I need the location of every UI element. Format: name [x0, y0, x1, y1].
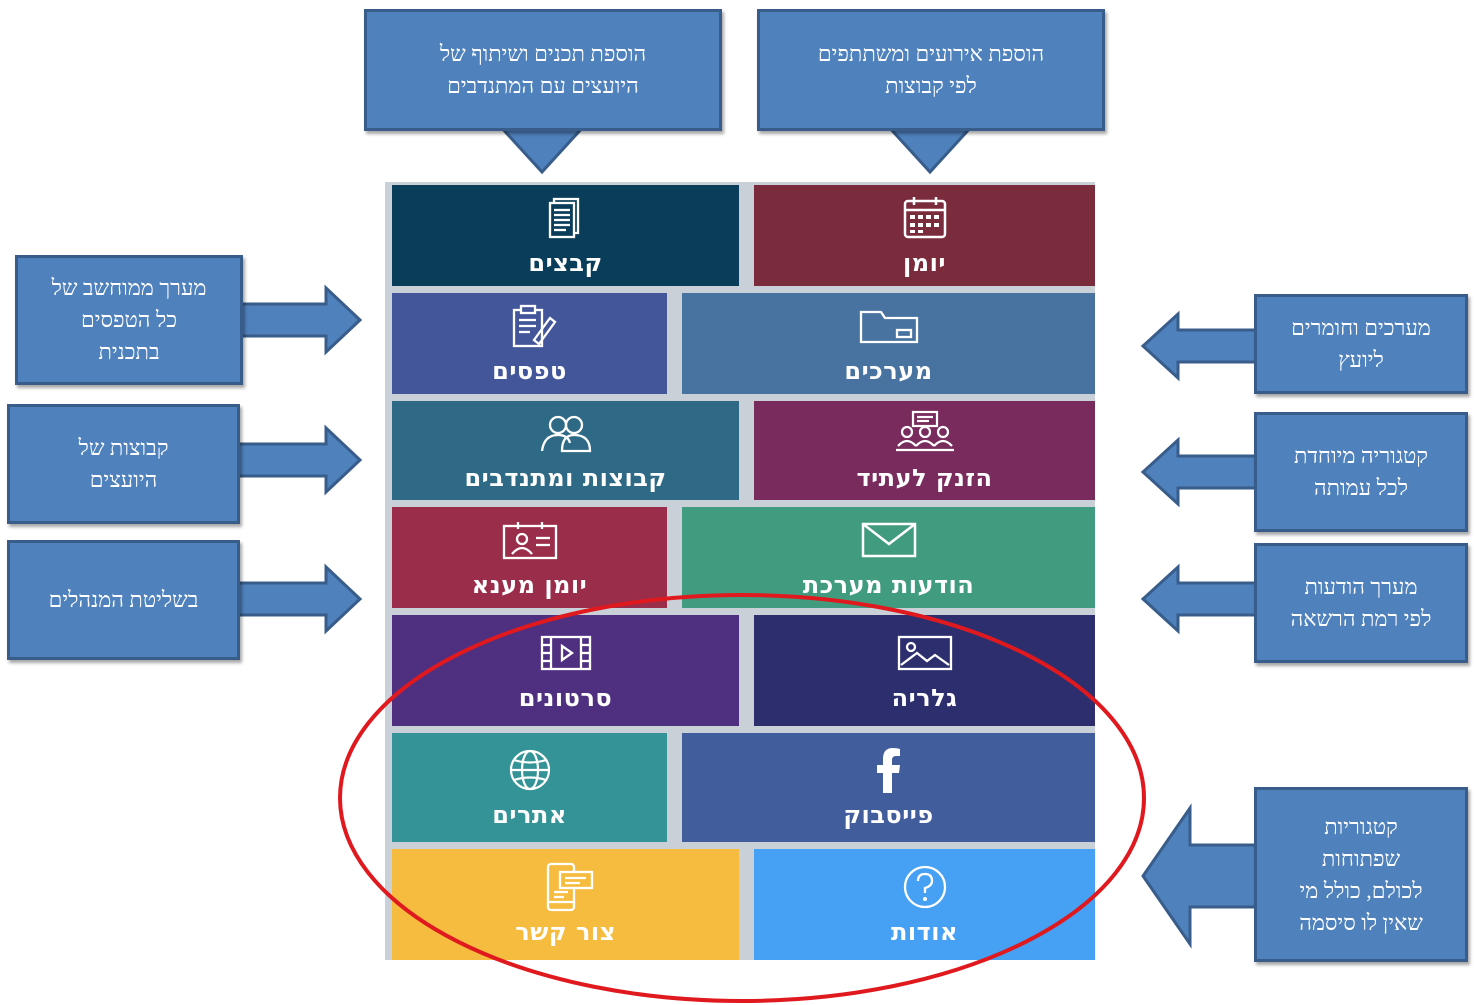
tile-videos[interactable]: סרטונים: [392, 615, 739, 726]
right-arrow-icon: [236, 284, 363, 356]
tile-contact[interactable]: צור קשר: [392, 849, 739, 960]
callout-managers-control: בשליטת המנהלים: [7, 540, 240, 660]
tile-label: מערכים: [844, 356, 933, 385]
tile-gallery[interactable]: גלריה: [754, 615, 1095, 726]
tile-label: טפסים: [492, 356, 567, 385]
tile-mentor-diary[interactable]: יומן מענא: [392, 507, 667, 608]
callout-text: הוספת תכנים ושיתוף של היועצים עם המתנדבי…: [439, 41, 647, 98]
left-arrow-icon: [1140, 436, 1260, 508]
people-icon: [531, 410, 601, 456]
tile-label: פייסבוק: [843, 800, 934, 829]
callout-text: מערכים וחומרים ליועץ: [1291, 315, 1431, 372]
callout-advisor-groups: קבוצות של היועצים: [7, 404, 240, 524]
callout-events-participants: הוספת אירועים ומשתתפים לפי קבוצות: [757, 9, 1105, 131]
tile-label: הזנק לעתיד: [856, 463, 993, 492]
tile-label: אתרים: [492, 800, 567, 829]
callout-content-sharing: הוספת תכנים ושיתוף של היועצים עם המתנדבי…: [364, 9, 722, 131]
callout-text: בשליטת המנהלים: [48, 587, 199, 612]
tile-label: אודות: [891, 917, 958, 946]
document-icon: [531, 195, 601, 241]
right-arrow-icon: [234, 563, 363, 635]
callout-public-categories: קטגוריות שפתוחות לכולם, כולל מי שאין לו …: [1254, 787, 1468, 962]
film-icon: [531, 630, 601, 676]
folder-icon: [854, 303, 924, 349]
tile-files[interactable]: קבצים: [392, 185, 739, 286]
tile-lesson-plans[interactable]: מערכים: [682, 293, 1095, 394]
app-tile-grid: יומן קבצים מערכים טפסים הזנק לעתיד קבוצו…: [385, 182, 1095, 960]
callout-text: קטגוריות שפתוחות לכולם, כולל מי שאין לו …: [1299, 813, 1423, 935]
callout-advisor-materials: מערכים וחומרים ליועץ: [1254, 294, 1468, 394]
tile-launch-future[interactable]: הזנק לעתיד: [754, 401, 1095, 500]
tile-label: גלריה: [891, 683, 958, 712]
right-arrow-icon: [234, 424, 363, 496]
callout-messages-permissions: מערך הודעות לפי רמת הרשאה: [1254, 543, 1468, 663]
callout-text: קבוצות של היועצים: [78, 435, 169, 492]
left-arrow-icon: [1140, 563, 1260, 635]
callout-forms-system: מערך ממוחשב של כל הטפסים בתכנית: [15, 255, 243, 385]
tile-calendar[interactable]: יומן: [754, 185, 1095, 286]
tile-label: יומן: [903, 248, 946, 277]
picture-icon: [890, 630, 960, 676]
callout-text: מערך ממוחשב של כל הטפסים בתכנית: [51, 275, 207, 364]
globe-icon: [495, 747, 565, 793]
clipboard-icon: [495, 303, 565, 349]
phone-chat-icon: [531, 862, 601, 911]
down-arrow-icon: [884, 124, 976, 175]
left-arrow-icon: [1140, 310, 1260, 382]
tile-groups-volunteers[interactable]: קבוצות ומתנדבים: [392, 401, 739, 500]
tile-label: צור קשר: [515, 917, 616, 946]
calendar-icon: [890, 195, 960, 241]
tile-about[interactable]: אודות: [754, 849, 1095, 960]
callout-text: הוספת אירועים ומשתתפים לפי קבוצות: [817, 41, 1045, 98]
callout-text: מערך הודעות לפי רמת הרשאה: [1290, 574, 1432, 631]
tile-label: יומן מענא: [471, 570, 588, 599]
callout-text: קטגוריה מיוחדת לכל עמותה: [1293, 443, 1429, 500]
group-presentation-icon: [890, 410, 960, 456]
tile-facebook[interactable]: פייסבוק: [682, 733, 1095, 842]
tile-forms[interactable]: טפסים: [392, 293, 667, 394]
envelope-icon: [854, 517, 924, 563]
contact-card-icon: [495, 517, 565, 563]
facebook-icon: [854, 747, 924, 793]
down-arrow-icon: [496, 124, 588, 175]
tile-label: סרטונים: [518, 683, 613, 712]
tile-label: הודעות מערכת: [802, 570, 975, 599]
tile-label: קבצים: [528, 248, 603, 277]
tile-system-messages[interactable]: הודעות מערכת: [682, 507, 1095, 608]
callout-nonprofit-category: קטגוריה מיוחדת לכל עמותה: [1254, 412, 1468, 532]
tile-websites[interactable]: אתרים: [392, 733, 667, 842]
question-icon: [890, 864, 960, 910]
left-arrow-icon: [1141, 803, 1260, 949]
tile-label: קבוצות ומתנדבים: [464, 463, 667, 492]
